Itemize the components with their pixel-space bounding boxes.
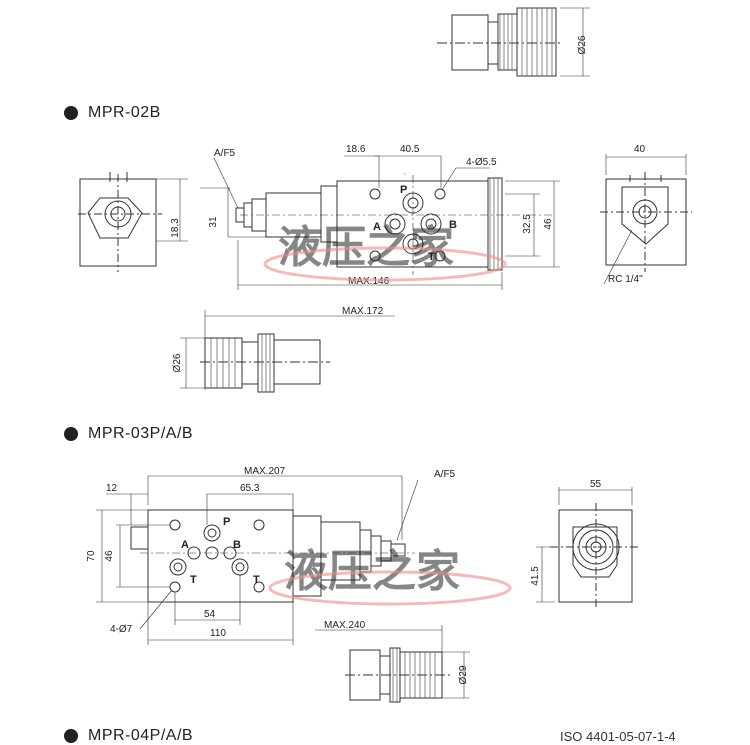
port-p-label: P	[400, 184, 407, 196]
dim-max-172: MAX.172	[342, 306, 384, 317]
mpr03-end-view	[536, 487, 640, 608]
top-knob-view	[437, 8, 590, 76]
dim-18-3: 18.3	[170, 218, 181, 238]
dim-110: 110	[210, 628, 226, 639]
dim-max-240: MAX.240	[324, 620, 366, 631]
dim-54: 54	[204, 609, 216, 620]
dim-dia-26: Ø26	[172, 353, 183, 372]
dim-41-5: 41.5	[530, 566, 541, 586]
port-b-label-03: B	[233, 539, 241, 551]
rc-1-4-label: RC 1/4"	[608, 274, 643, 285]
top-dia-label: Ø26	[577, 35, 588, 54]
dim-55: 55	[590, 479, 602, 490]
dim-dia-29: Ø29	[458, 665, 469, 684]
dim-40: 40	[634, 144, 646, 155]
dim-46-03: 46	[104, 550, 115, 562]
dim-max-207: MAX.207	[244, 466, 286, 477]
dim-65-3: 65.3	[240, 483, 260, 494]
port-p-label-03: P	[223, 516, 230, 528]
mpr03-knob-view	[315, 625, 470, 702]
port-t2-label-03: T	[253, 574, 260, 586]
dim-32-5: 32.5	[522, 214, 533, 234]
mpr02b-knob-view	[180, 310, 395, 392]
dim-46: 46	[543, 218, 554, 230]
af5-label: A/F5	[214, 148, 236, 159]
af5-label-03: A/F5	[434, 469, 456, 480]
dim-max-146: MAX.146	[348, 276, 390, 287]
port-t1-label-03: T	[190, 574, 197, 586]
port-a-label-03: A	[181, 539, 189, 551]
mpr02b-right-end-view	[600, 154, 692, 284]
dim-18-6: 18.6	[346, 144, 366, 155]
holes-4-d5-5: 4-Ø5.5	[466, 157, 497, 168]
dim-70: 70	[86, 550, 97, 562]
holes-4-d7: 4-Ø7	[110, 624, 133, 635]
dim-31: 31	[208, 216, 219, 228]
dim-12: 12	[106, 483, 118, 494]
dim-40-5: 40.5	[400, 144, 420, 155]
